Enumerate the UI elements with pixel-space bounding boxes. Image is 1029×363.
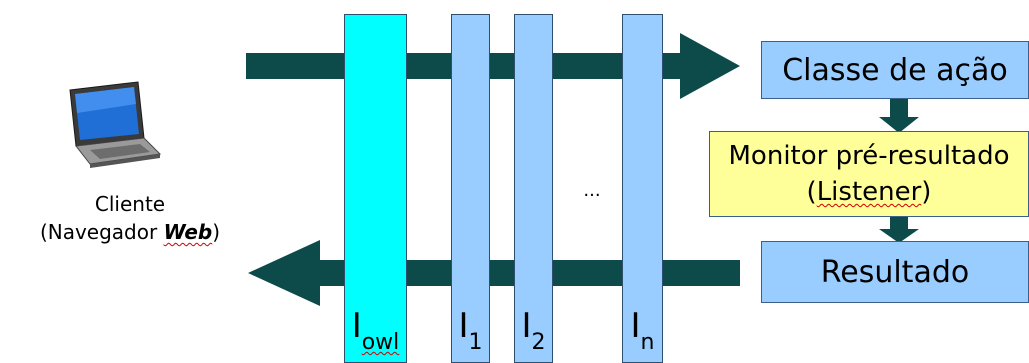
response-arrow [248, 240, 740, 306]
interceptor-1-sub: 1 [468, 330, 483, 355]
request-arrow [246, 33, 740, 99]
interceptor-2-main: I [521, 306, 532, 346]
action-class-box: Classe de ação [761, 41, 1029, 99]
client-label-line1: Cliente [94, 192, 166, 216]
interceptor-1-label: I1 [452, 306, 489, 355]
action-class-label: Classe de ação [782, 52, 1008, 88]
client-label-suffix: ) [212, 220, 221, 244]
monitor-label-suffix: ) [921, 177, 932, 207]
interceptor-n-label: In [623, 306, 662, 355]
interceptor-n-sub: n [640, 330, 655, 355]
interceptor-owl: Iowl [344, 14, 407, 363]
client-label-prefix: (Navegador [39, 220, 164, 244]
client-label-web: Web [163, 220, 213, 244]
interceptor-n: In [622, 14, 663, 363]
monitor-label-listener: Listener [816, 177, 922, 207]
interceptor-1: I1 [451, 14, 490, 363]
interceptor-2-label: I2 [515, 306, 552, 355]
interceptor-owl-label: Iowl [345, 306, 406, 355]
client-label: Cliente (Navegador Web) [0, 190, 260, 246]
interceptor-n-main: I [630, 306, 641, 346]
monitor-label-line2: (Listener) [807, 174, 932, 210]
interceptor-1-main: I [458, 306, 469, 346]
monitor-label-prefix: ( [806, 177, 817, 207]
interceptor-owl-main: I [351, 306, 362, 346]
result-box: Resultado [761, 241, 1029, 303]
result-label: Resultado [820, 254, 970, 290]
interceptor-owl-sub: owl [361, 330, 400, 355]
interceptor-2-sub: 2 [531, 330, 546, 355]
down-arrow-action-to-monitor [879, 99, 919, 133]
pre-result-monitor-box: Monitor pré-resultado (Listener) [709, 131, 1029, 217]
interceptor-ellipsis: ... [583, 180, 601, 201]
down-arrow-monitor-to-result [879, 217, 919, 243]
laptop-icon [56, 80, 166, 170]
monitor-label-line1: Monitor pré-resultado [728, 141, 1010, 171]
client-label-line2: (Navegador Web) [0, 218, 260, 246]
interceptor-2: I2 [514, 14, 553, 363]
